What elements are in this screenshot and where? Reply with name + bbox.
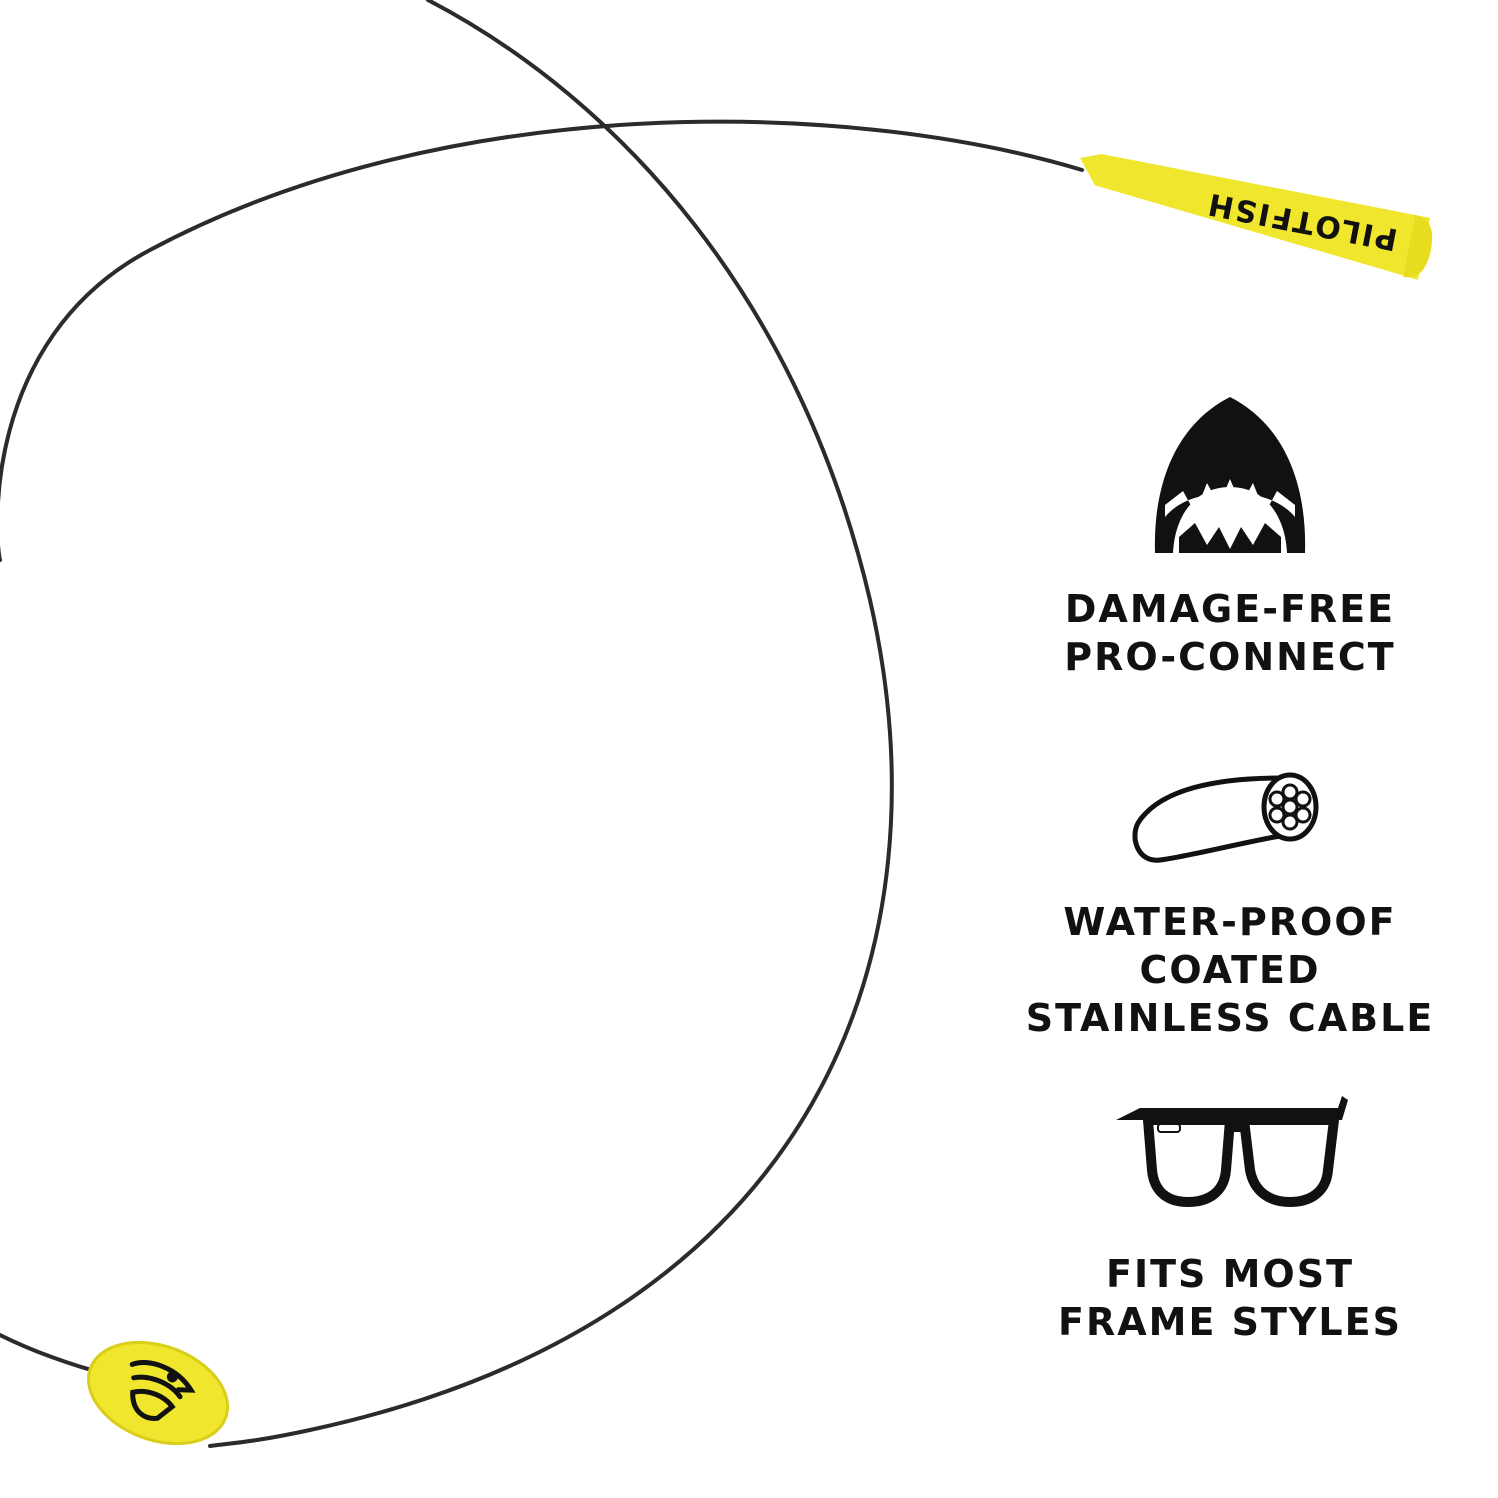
feature-water-proof-line1: WATER-PROOF COATED [1063,900,1397,992]
coated-cable-icon [1132,772,1319,863]
pilotfish-cable-tip: PILOTFISH [1080,153,1433,280]
cable-loop [0,119,1084,562]
feature-fits-frames: FITS MOST FRAME STYLES [970,1090,1490,1346]
feature-damage-free: DAMAGE-FREE PRO-CONNECT [970,395,1490,681]
feature-fits-frames-line2: FRAME STYLES [1058,1300,1402,1344]
feature-fits-frames-text: FITS MOST FRAME STYLES [970,1250,1490,1346]
shark-mouth-icon [1154,397,1306,553]
feature-damage-free-text: DAMAGE-FREE PRO-CONNECT [970,585,1490,681]
shark-logo-bead [86,1340,230,1446]
feature-water-proof: WATER-PROOF COATED STAINLESS CABLE [970,768,1490,1042]
cable-crossing-strand [208,0,894,1448]
feature-damage-free-line2: PRO-CONNECT [1064,635,1396,679]
feature-damage-free-line1: DAMAGE-FREE [1064,587,1396,631]
feature-fits-frames-line1: FITS MOST [1105,1252,1355,1296]
eyeglasses-icon [1116,1096,1348,1207]
feature-water-proof-text: WATER-PROOF COATED STAINLESS CABLE [970,898,1490,1042]
feature-water-proof-line2: STAINLESS CABLE [1025,996,1435,1040]
shark-logo-icon [129,1360,196,1421]
